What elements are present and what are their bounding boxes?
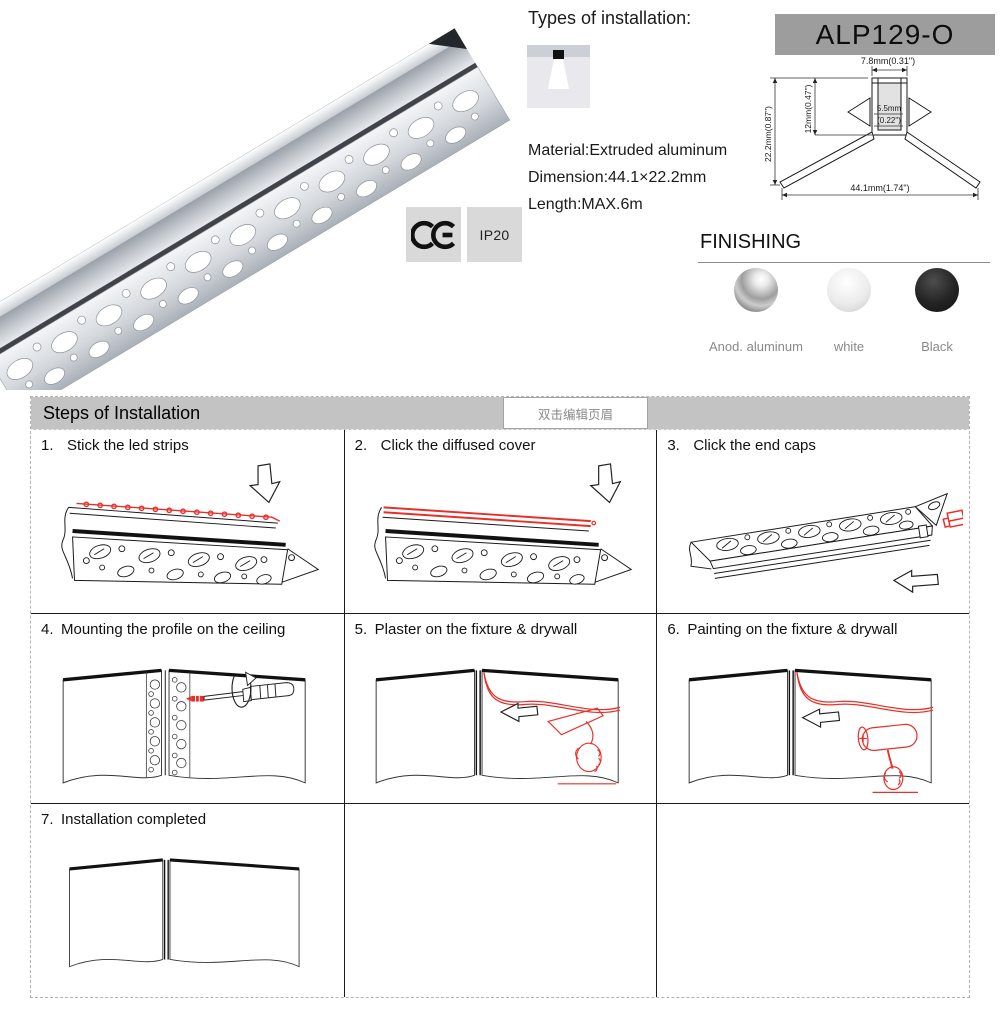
diffused-cover — [383, 506, 597, 528]
step-cell-2: 2. Click the diffused cover — [343, 430, 657, 613]
finish-option-black: Black — [894, 268, 980, 354]
step-cell-5: 5. Plaster on the fixture & drywall — [343, 613, 657, 803]
step-number: 3. — [667, 437, 680, 454]
step-label: Installation completed — [61, 811, 207, 828]
down-arrow-icon — [249, 463, 282, 504]
finish-label: Anod. aluminum — [709, 339, 803, 354]
step-cell-3: 3. Click the end caps — [656, 430, 969, 613]
steps-table: Steps of Installation 双击编辑页眉 1. Stick the… — [30, 396, 970, 998]
channel-opening — [428, 28, 467, 50]
step5-illustration — [376, 668, 621, 785]
step2-illustration — [374, 463, 633, 585]
step1-illustration — [61, 463, 320, 585]
dim-top-width: 7.8mm(0.31") — [861, 56, 915, 66]
spec-block: Material:Extruded aluminum Dimension:44.… — [528, 137, 727, 218]
ip-rating-badge: IP20 — [467, 207, 522, 262]
ce-mark-icon — [410, 220, 455, 249]
tooltip-text: 双击编辑页眉 — [537, 407, 613, 422]
aluminum-swatch — [734, 268, 778, 312]
white-swatch — [827, 268, 871, 312]
screwdriver — [203, 671, 295, 708]
empty-cell — [343, 803, 657, 997]
plaster-line — [796, 672, 934, 714]
end-cap — [942, 509, 964, 528]
types-of-installation-label: Types of installation: — [528, 8, 692, 28]
down-arrow-icon — [589, 463, 622, 504]
step-label: Click the diffused cover — [380, 437, 536, 454]
finish-label: white — [833, 339, 865, 354]
hand-with-trowel — [547, 707, 617, 785]
step7-illustration — [69, 858, 300, 968]
edit-header-tooltip[interactable]: 双击编辑页眉 — [503, 397, 648, 429]
empty-cell — [656, 803, 969, 997]
finishing-divider — [698, 262, 990, 263]
steps-grid: 1. Stick the led strips — [31, 430, 969, 997]
step6-illustration — [688, 668, 934, 793]
profile-perforations — [146, 671, 191, 778]
dim-inner-height: 12mm(0.47") — [803, 84, 813, 133]
finish-option-anod-aluminum: Anod. aluminum — [700, 268, 812, 354]
step-number: 5. — [354, 621, 368, 638]
ip-rating-text: IP20 — [479, 226, 510, 243]
model-name: ALP129-O — [815, 18, 955, 50]
dim-slot-width-inch: (0.22") — [877, 116, 901, 125]
black-swatch — [915, 268, 959, 312]
ce-badge — [406, 207, 461, 262]
step-label: Mounting the profile on the ceiling — [61, 621, 286, 638]
dim-total-width: 44.1mm(1.74") — [850, 183, 909, 193]
step-number: 1. — [41, 437, 54, 454]
material-text: Material:Extruded aluminum — [528, 142, 728, 159]
step-number: 2. — [354, 437, 368, 454]
step-label: Click the end caps — [693, 437, 816, 454]
cross-section-drawing: 7.8mm(0.31") 44.1mm(1.74") 5.5mm (0.22")… — [763, 56, 981, 200]
left-arrow-icon — [892, 569, 940, 594]
screw — [186, 695, 205, 702]
dim-total-height: 22.2mm(0.87") — [763, 106, 773, 162]
right-arrow-icon — [500, 702, 539, 723]
length-text: Length:MAX.6m — [528, 196, 643, 213]
step-cell-1: 1. Stick the led strips — [31, 430, 344, 613]
finishing-title: FINISHING — [700, 231, 802, 253]
step-number: 6. — [667, 621, 680, 638]
steps-title: Steps of Installation — [43, 402, 201, 423]
step-cell-7: 7. Installation completed — [31, 803, 344, 997]
dim-slot-width: 5.5mm — [877, 104, 902, 113]
step-number: 7. — [41, 811, 54, 828]
step3-illustration — [689, 492, 964, 594]
led-strip — [76, 501, 281, 522]
finish-option-white: white — [806, 268, 892, 354]
finish-label: Black — [921, 339, 953, 354]
step-cell-6: 6. Painting on the fixture & drywall — [656, 613, 969, 803]
dimension-text: Dimension:44.1×22.2mm — [528, 169, 707, 186]
step-label: Painting on the fixture & drywall — [687, 621, 898, 638]
steps-header-bar: Steps of Installation 双击编辑页眉 — [31, 397, 969, 430]
step-cell-4: 4. Mounting the profile on the ceiling — [31, 613, 344, 803]
right-arrow-icon — [801, 708, 841, 729]
step-number: 4. — [41, 621, 54, 638]
perforation-holes — [6, 90, 479, 389]
step-label: Stick the led strips — [67, 437, 189, 454]
model-header: ALP129-O — [775, 14, 995, 55]
product-photo — [0, 28, 511, 390]
recessed-installation-icon — [527, 45, 590, 108]
step4-illustration — [63, 668, 306, 784]
paint-roller — [857, 723, 919, 793]
step-label: Plaster on the fixture & drywall — [374, 621, 578, 638]
